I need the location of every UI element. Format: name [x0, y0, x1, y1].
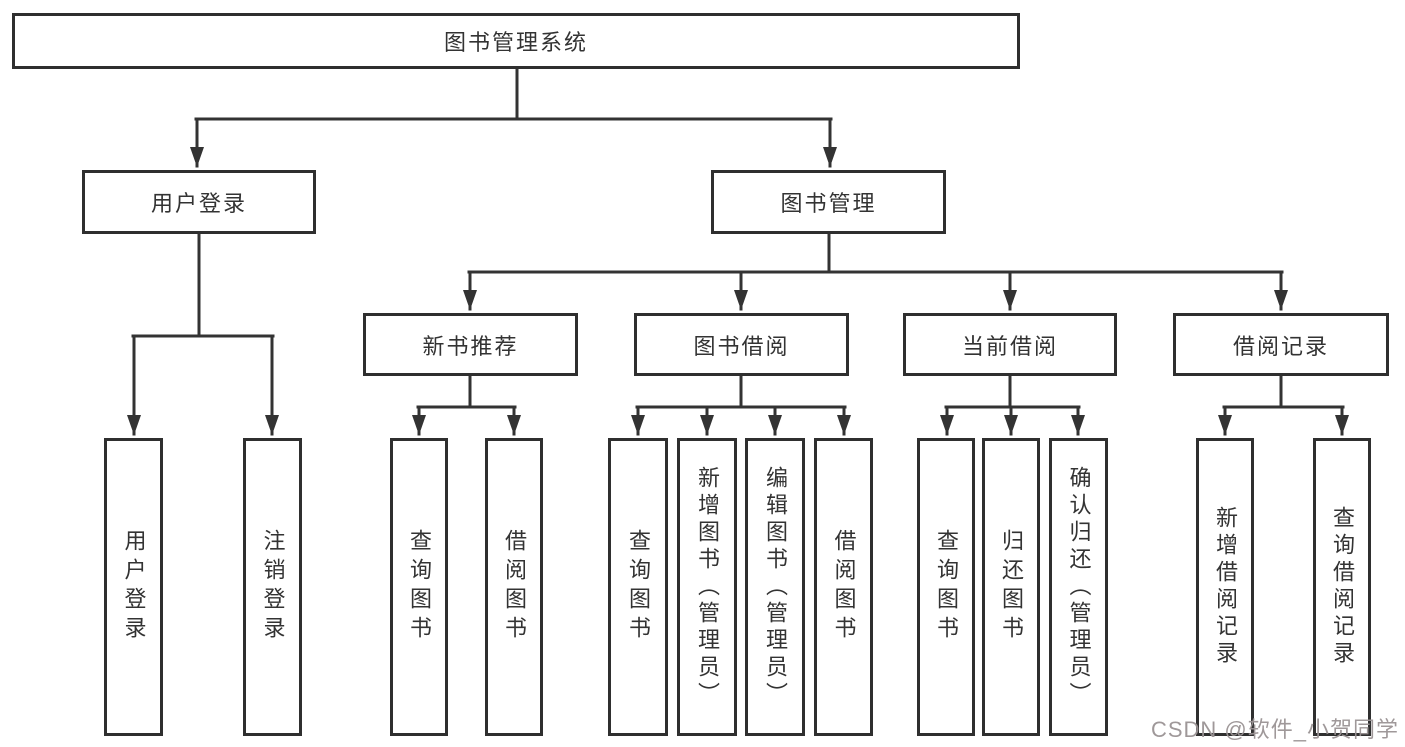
leaf-return-books-label: 归还图书 — [999, 529, 1024, 645]
leaf-return-books: 归还图书 — [982, 438, 1040, 736]
leaf-query-books-current-label: 查询图书 — [934, 529, 959, 645]
csdn-watermark: CSDN @软件_小贺同学 — [1150, 717, 1399, 742]
leaf-edit-books-admin-label: 编辑图书（管理员） — [763, 465, 788, 709]
leaf-query-borrow-record: 查询借阅记录 — [1313, 438, 1371, 736]
node-root-label: 图书管理系统 — [443, 30, 588, 55]
leaf-confirm-return-admin-label: 确认归还（管理员） — [1066, 465, 1092, 709]
leaf-confirm-return-admin: 确认归还（管理员） — [1049, 438, 1108, 736]
leaf-borrow-books-label: 借阅图书 — [831, 529, 857, 645]
node-user-login-label: 用户登录 — [150, 191, 247, 216]
leaf-logout: 注销登录 — [243, 438, 302, 736]
node-book-management: 图书管理 — [711, 170, 946, 234]
node-borrow-records-label: 借阅记录 — [1232, 333, 1329, 359]
leaf-query-books-borrow: 查询图书 — [608, 438, 668, 736]
leaf-logout-label: 注销登录 — [260, 529, 286, 645]
leaf-user-login-label: 用户登录 — [121, 529, 147, 645]
node-new-book-recommend: 新书推荐 — [363, 313, 578, 376]
leaf-add-books-admin: 新增图书（管理员） — [677, 438, 737, 736]
node-root: 图书管理系统 — [12, 13, 1020, 69]
leaf-borrow-books-recommend-label: 借阅图书 — [502, 529, 527, 645]
leaf-add-books-admin-label: 新增图书（管理员） — [695, 465, 720, 709]
node-user-login: 用户登录 — [82, 170, 316, 234]
leaf-query-books-recommend-label: 查询图书 — [407, 529, 432, 645]
node-new-book-recommend-label: 新书推荐 — [422, 333, 519, 359]
leaf-add-borrow-record-label: 新增借阅记录 — [1213, 506, 1238, 668]
node-book-borrow-label: 图书借阅 — [693, 333, 790, 359]
node-current-borrow: 当前借阅 — [903, 313, 1117, 376]
leaf-edit-books-admin: 编辑图书（管理员） — [745, 438, 805, 736]
leaf-borrow-books-recommend: 借阅图书 — [485, 438, 543, 736]
node-current-borrow-label: 当前借阅 — [961, 333, 1058, 359]
leaf-user-login: 用户登录 — [104, 438, 163, 736]
node-book-management-label: 图书管理 — [780, 191, 877, 216]
node-borrow-records: 借阅记录 — [1173, 313, 1389, 376]
leaf-query-books-current: 查询图书 — [917, 438, 975, 736]
leaf-query-books-recommend: 查询图书 — [390, 438, 448, 736]
leaf-query-books-borrow-label: 查询图书 — [626, 529, 651, 645]
node-book-borrow: 图书借阅 — [634, 313, 849, 376]
leaf-query-borrow-record-label: 查询借阅记录 — [1330, 506, 1355, 668]
leaf-add-borrow-record: 新增借阅记录 — [1196, 438, 1254, 736]
leaf-borrow-books: 借阅图书 — [814, 438, 873, 736]
